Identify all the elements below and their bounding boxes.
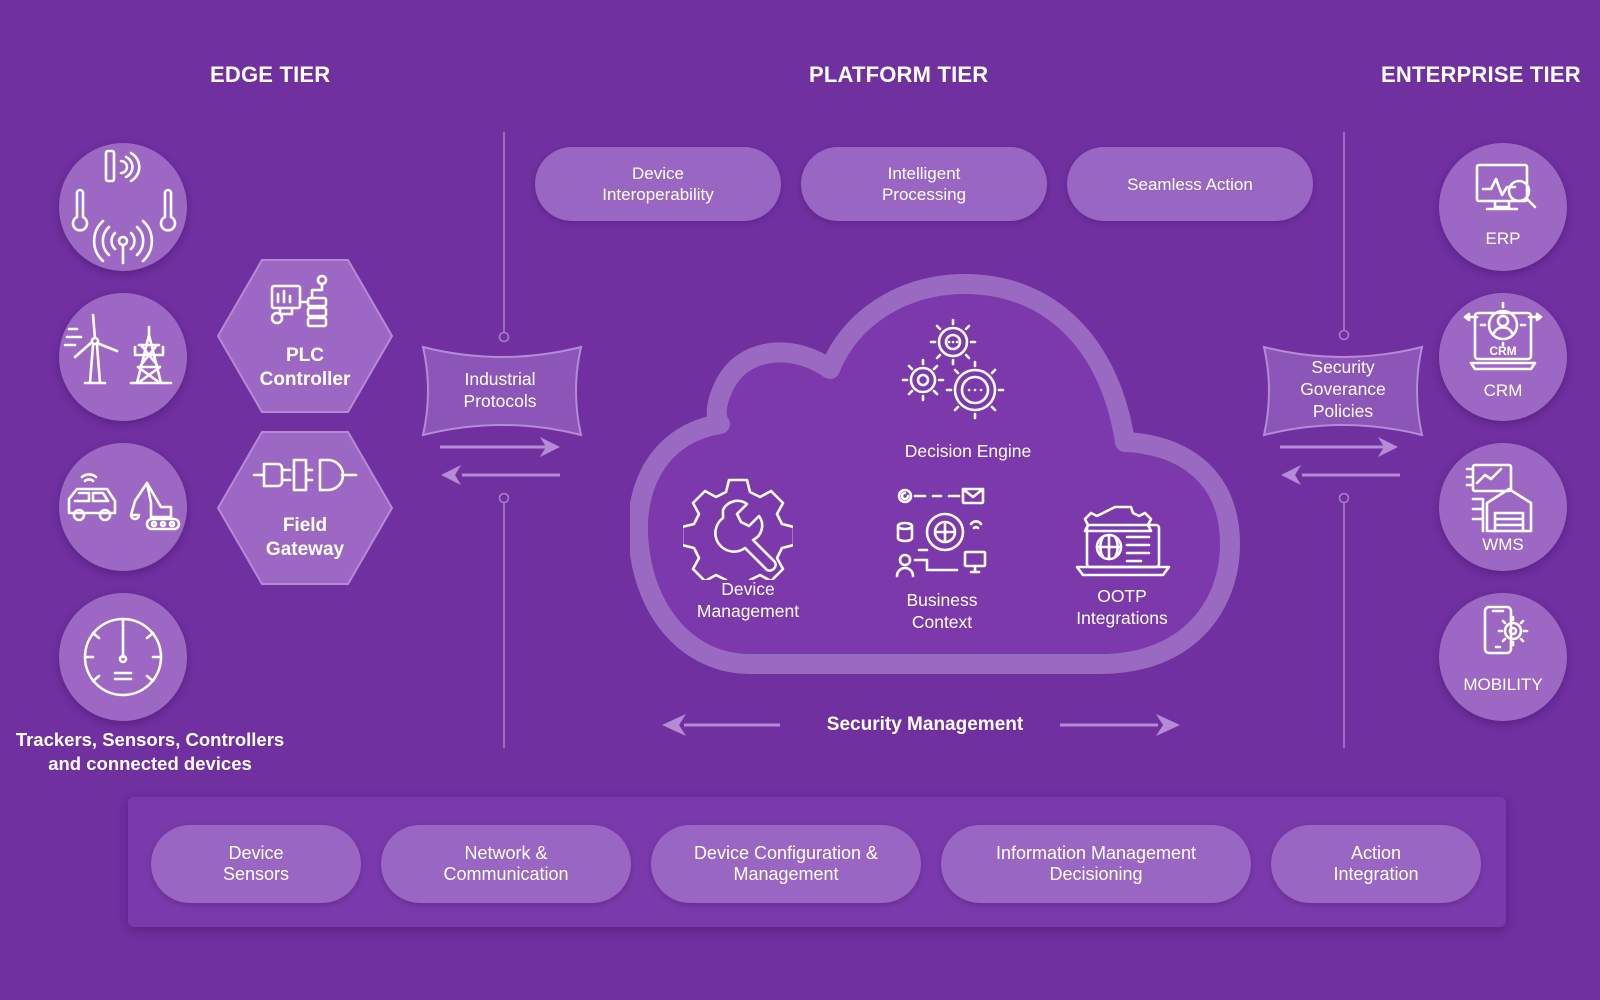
wms-label: WMS (1482, 535, 1524, 554)
pill-action-integration[interactable]: Action Integration (1271, 825, 1481, 903)
crm-label: CRM (1483, 381, 1523, 400)
platform-tier-title: PLATFORM TIER (809, 62, 989, 87)
enterprise-circle-erp[interactable]: ERP (1439, 143, 1567, 271)
pill-device-sensors[interactable]: Device Sensors (151, 825, 361, 903)
svg-text:CRM: CRM (1489, 344, 1516, 358)
enterprise-circle-mobility[interactable]: MOBILITY (1439, 593, 1567, 721)
industrial-protocols-label: Industrial Protocols (463, 369, 537, 411)
hexagon-shape (216, 259, 394, 413)
edge-circle-energy[interactable] (59, 293, 187, 421)
hex-field-gateway[interactable]: Field Gateway (216, 430, 394, 586)
gear-wrench-icon (683, 478, 793, 580)
industrial-protocols-connector[interactable] (421, 345, 583, 437)
enterprise-circle-wms[interactable]: WMS (1439, 443, 1567, 571)
enterprise-circle-crm[interactable]: CRM CRM (1439, 293, 1567, 421)
crm-laptop-icon: CRM (1463, 301, 1543, 371)
warehouse-icon (1465, 463, 1533, 533)
ootp-integrations-label: OOTP Integrations (1076, 586, 1168, 628)
security-governance-label: Security Goverance Policies (1300, 357, 1386, 421)
enterprise-tier-title: ENTERPRISE TIER (1381, 62, 1581, 87)
sensors-signal-thermometers-icon (71, 149, 177, 265)
edge-caption: Trackers, Sensors, Controllers and conne… (15, 729, 285, 774)
edge-circle-vehicles[interactable] (59, 443, 187, 571)
pill-device-configuration[interactable]: Device Configuration & Management (651, 825, 921, 903)
erp-label: ERP (1485, 229, 1521, 248)
mobility-label: MOBILITY (1463, 675, 1543, 694)
pill-device-interoperability[interactable]: Device Interoperability (535, 147, 781, 221)
device-management-label: Device Management (696, 579, 800, 621)
van-excavator-icon (67, 473, 181, 531)
hex-gateway-label: Field Gateway (265, 515, 345, 560)
gears-icon (901, 318, 1005, 420)
plug-icon (252, 458, 358, 492)
business-network-icon (895, 487, 987, 578)
gauge-icon (83, 617, 163, 697)
pill-network-communication[interactable]: Network & Communication (381, 825, 631, 903)
hex-plc-label: PLC Controller (259, 345, 351, 390)
business-context-label: Business Context (906, 590, 978, 632)
laptop-globe-icon (1075, 505, 1171, 577)
plc-controller-icon (270, 274, 328, 328)
security-management-label: Security Management (826, 714, 1024, 735)
edge-circle-sensors[interactable] (59, 143, 187, 271)
hex-plc-controller[interactable]: PLC Controller (216, 258, 394, 414)
edge-tier-title: EDGE TIER (210, 62, 331, 87)
decision-engine-label: Decision Engine (904, 441, 1032, 461)
pill-intelligent-processing[interactable]: Intelligent Processing (801, 147, 1047, 221)
pill-seamless-action[interactable]: Seamless Action (1067, 147, 1313, 221)
mobile-gear-icon (1483, 605, 1529, 655)
hexagon-shape (216, 431, 394, 585)
pill-information-management[interactable]: Information Management Decisioning (941, 825, 1251, 903)
monitor-analytics-icon (1475, 163, 1537, 211)
platform-cloud (630, 274, 1240, 674)
security-governance-connector[interactable] (1262, 345, 1424, 437)
wind-turbine-power-tower-icon (63, 313, 173, 385)
edge-circle-gauge[interactable] (59, 593, 187, 721)
